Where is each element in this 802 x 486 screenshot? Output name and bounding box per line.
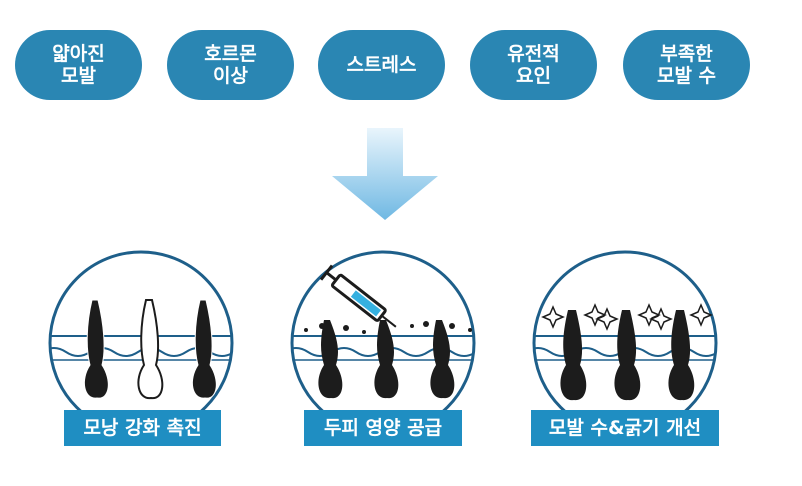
cause-pill-thinning-hair: 얇아진 모발 — [15, 30, 142, 100]
scalp-nutrition-illustration — [290, 250, 476, 436]
cause-pill-line1: 유전적 — [507, 43, 560, 65]
cause-pill-line2: 모발 — [61, 65, 96, 87]
hair-count-thickness-illustration — [532, 250, 718, 436]
arrow-down-icon — [332, 128, 438, 220]
effect-follicle-panel — [42, 240, 240, 450]
cause-pill-line1: 스트레스 — [346, 54, 417, 76]
cause-pill-low-hair-count: 부족한 모발 수 — [623, 30, 750, 100]
cause-pill-line1: 부족한 — [660, 43, 713, 65]
effect-label-follicle: 모낭 강화 촉진 — [64, 410, 221, 446]
cause-pill-line1: 호르몬 — [204, 43, 257, 65]
syringe-icon — [319, 264, 397, 328]
cause-pill-genetic: 유전적 요인 — [470, 30, 597, 100]
effect-hair-count-thickness-panel — [526, 240, 724, 450]
effect-label-hair-count-thickness: 모발 수&굵기 개선 — [531, 410, 719, 446]
follicle-strengthening-illustration — [48, 250, 234, 436]
effect-label-scalp-nutrition: 두피 영양 공급 — [304, 410, 462, 446]
cause-pill-line2: 이상 — [213, 65, 248, 87]
cause-pill-line2: 요인 — [516, 65, 551, 87]
sparkle-icon — [541, 303, 713, 331]
cause-pill-line2: 모발 수 — [656, 65, 717, 87]
cause-pill-hormone: 호르몬 이상 — [167, 30, 294, 100]
cause-pill-line1: 얇아진 — [52, 43, 105, 65]
effect-scalp-nutrition-panel — [284, 240, 482, 450]
cause-pill-stress: 스트레스 — [318, 30, 445, 100]
